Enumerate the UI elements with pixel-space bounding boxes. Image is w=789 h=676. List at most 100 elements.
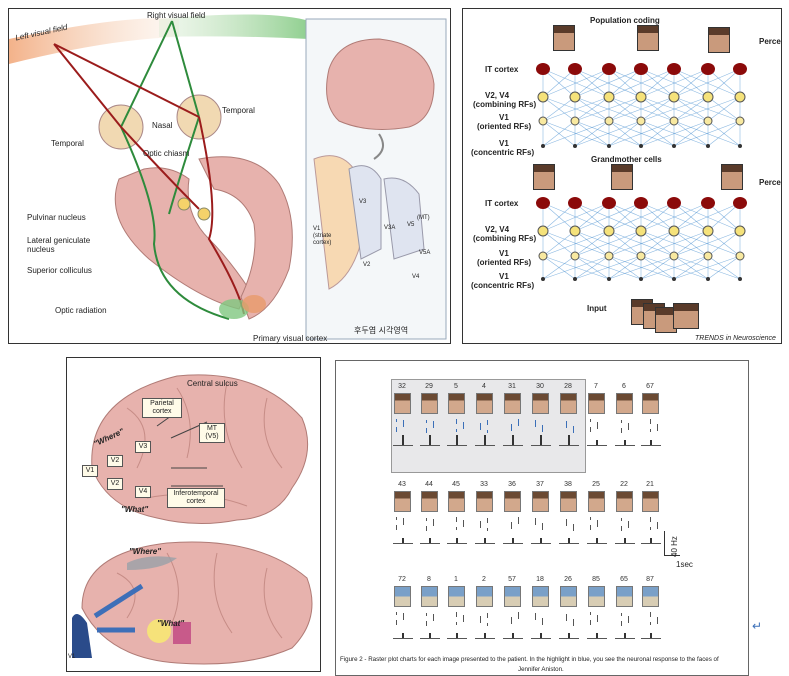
stimulus-thumbnail	[421, 586, 438, 607]
stimulus-number: 57	[501, 576, 523, 583]
it-neuron	[602, 197, 616, 209]
stimulus-thumbnail	[504, 491, 521, 512]
psth-bar	[568, 435, 570, 445]
scale-hz-label: 40 Hz	[671, 536, 679, 557]
psth-baseline	[587, 543, 607, 544]
stimulus-thumbnail	[588, 393, 605, 414]
v1-concentric-neuron	[738, 277, 742, 281]
it-neuron	[733, 197, 747, 209]
v1-concentric-neuron	[607, 277, 611, 281]
temporal-right-label: Temporal	[222, 107, 255, 115]
spike-mark	[590, 525, 591, 528]
cortex-label: cortex	[186, 498, 205, 505]
spike-mark	[518, 612, 519, 615]
stimulus-thumbnail	[394, 586, 411, 607]
spike-mark	[573, 524, 574, 527]
v3-box: V3	[135, 441, 151, 453]
v1-concentric-neuron	[738, 144, 742, 148]
parietal-cortex-box: Parietalcortex	[142, 398, 182, 418]
spike-mark	[456, 517, 457, 520]
stimulus-thumbnail	[560, 586, 577, 607]
psth-baseline	[420, 445, 440, 446]
stimulus-number: 29	[418, 383, 440, 390]
nasal-label: Nasal	[152, 122, 172, 130]
v2-v4-label: V2, V4	[485, 92, 509, 100]
spike-mark	[590, 620, 591, 623]
v1-oriented-neuron	[670, 117, 678, 125]
stimulus-thumbnail	[616, 586, 633, 607]
spike-mark	[426, 613, 427, 616]
oriented-rfs-label: (oriented RFs)	[477, 259, 531, 267]
combining-rfs-label: (combining RFs)	[473, 235, 536, 243]
mt-label: (MT)	[417, 215, 430, 221]
spike-mark	[487, 518, 488, 521]
spike-mark	[403, 613, 404, 616]
spike-mark	[597, 615, 598, 618]
v4-box: V4	[135, 486, 151, 498]
v2-box-upper: V2	[107, 455, 123, 467]
stimulus-number: 72	[391, 576, 413, 583]
grandmother-cells-title: Grandmother cells	[591, 156, 662, 164]
spike-mark	[463, 615, 464, 618]
what-label-bottom: "What"	[157, 620, 184, 628]
v2-v4-neuron	[703, 92, 713, 102]
v3-label: V3	[359, 199, 366, 205]
spike-mark	[396, 525, 397, 528]
stimulus-thumbnail	[616, 491, 633, 512]
mt-v5-box: MT(V5)	[199, 423, 225, 443]
v4-label: V4	[412, 274, 419, 280]
psth-baseline	[559, 445, 579, 446]
spike-mark	[433, 421, 434, 424]
it-neuron	[733, 63, 747, 75]
concentric-rfs-label: (concentric RFs)	[471, 282, 534, 290]
v2-v4-neuron	[538, 92, 548, 102]
psth-baseline	[531, 638, 551, 639]
combining-rfs-label: (combining RFs)	[473, 101, 536, 109]
spike-mark	[426, 518, 427, 521]
spike-mark	[657, 424, 658, 427]
it-neuron	[667, 197, 681, 209]
spike-mark	[535, 420, 536, 423]
it-neuron	[568, 63, 582, 75]
spike-mark	[590, 427, 591, 430]
psth-baseline	[447, 543, 467, 544]
stimulus-thumbnail	[448, 393, 465, 414]
stimulus-number: 6	[613, 383, 635, 390]
v1-label: V1	[313, 226, 320, 232]
v1-box: V1	[82, 465, 98, 477]
v1-oriented-neuron	[605, 117, 613, 125]
v1-oriented-neuron	[637, 117, 645, 125]
parietal-label: Parietal	[150, 400, 174, 407]
v5-label: V5	[407, 222, 414, 228]
primary-visual-cortex-label: Primary visual cortex	[253, 335, 327, 343]
brain-streams-illustration	[67, 358, 321, 672]
spike-mark	[426, 526, 427, 529]
stimulus-thumbnail	[448, 586, 465, 607]
psth-bar	[402, 435, 404, 445]
v1-concentric-neuron	[639, 277, 643, 281]
v2-v4-neuron	[636, 226, 646, 236]
psth-baseline	[615, 638, 635, 639]
v1-concentric-neuron	[541, 144, 545, 148]
psth-baseline	[447, 445, 467, 446]
stimulus-thumbnail	[560, 491, 577, 512]
figure-caption-line2: Jennifer Aniston.	[518, 667, 564, 673]
psth-baseline	[420, 543, 440, 544]
spike-mark	[511, 522, 512, 525]
psth-baseline	[531, 543, 551, 544]
where-what-streams-panel: Central sulcus Parietalcortex "Where" MT…	[66, 357, 321, 672]
psth-baseline	[420, 638, 440, 639]
spike-mark	[518, 419, 519, 422]
what-label-top: "What"	[121, 506, 148, 514]
v2-v4-label: V2, V4	[485, 226, 509, 234]
v1-oriented-neuron	[539, 117, 547, 125]
it-neuron	[536, 197, 550, 209]
spike-mark	[650, 419, 651, 422]
visual-pathway-panel: Left visual field Right visual field Tem…	[8, 8, 451, 344]
raster-plot-panel: 3229543130287667434445333637382522217281…	[335, 360, 749, 676]
v1-oriented-neuron	[736, 252, 744, 260]
it-neuron	[667, 63, 681, 75]
psth-baseline	[475, 638, 495, 639]
where-label-bottom: "Where"	[129, 548, 161, 556]
v1-concentric-label: V1	[499, 273, 509, 281]
